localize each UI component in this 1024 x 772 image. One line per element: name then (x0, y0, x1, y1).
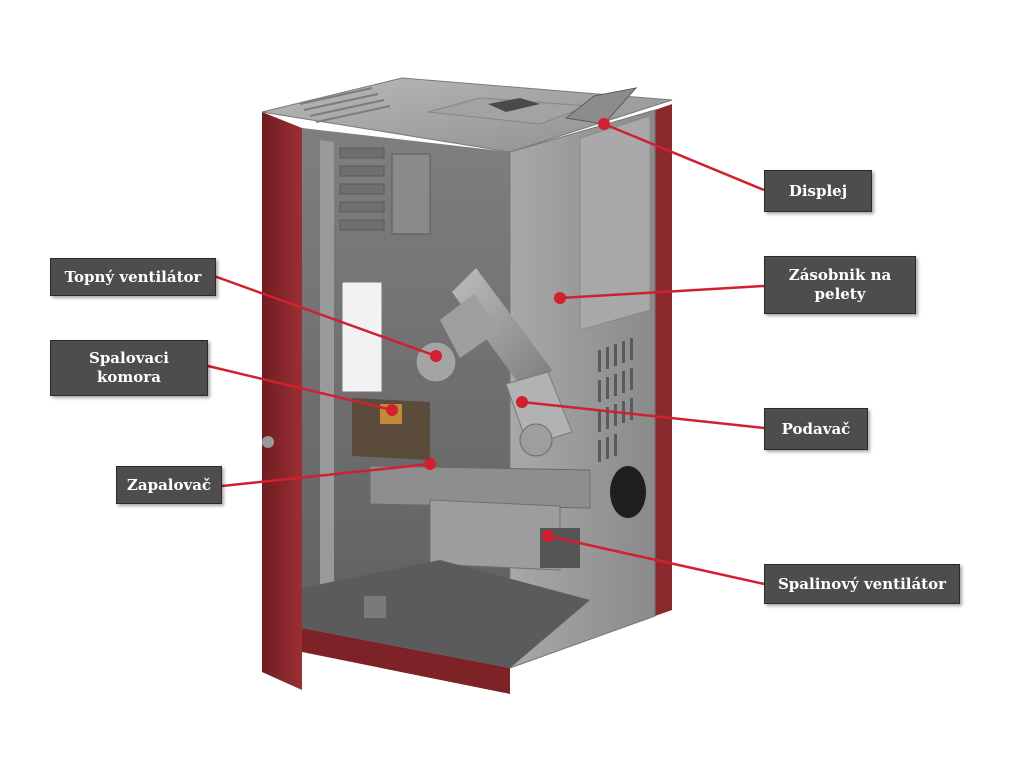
right-red-edge (655, 104, 672, 616)
floor-bracket (364, 596, 386, 618)
dot-displej (598, 118, 610, 130)
label-displej: Displej (764, 170, 872, 212)
dot-zapalovac (424, 458, 436, 470)
feed-motor-cap (520, 424, 552, 456)
dot-podavac (516, 396, 528, 408)
ignition-tube (370, 466, 590, 508)
left-red-panel (262, 112, 302, 690)
side-knob (262, 436, 274, 448)
dot-spalovaci (386, 404, 398, 416)
label-zapalovac: Zapalovač (116, 466, 222, 504)
dot-spalinovy (542, 530, 554, 542)
label-topny: Topný ventilátor (50, 258, 216, 296)
hopper-wall (580, 116, 650, 330)
left-inner-column (320, 140, 334, 610)
label-spalinovy: Spalinový ventilátor (764, 564, 960, 604)
firebox-glass (342, 282, 382, 392)
dot-topny (430, 350, 442, 362)
label-podavac: Podavač (764, 408, 868, 450)
label-spalovaci: Spalovaci komora (50, 340, 208, 396)
label-zasobnik: Zásobnik na pelety (764, 256, 916, 314)
flue-outlet-hole (610, 466, 646, 518)
dot-zasobnik (554, 292, 566, 304)
